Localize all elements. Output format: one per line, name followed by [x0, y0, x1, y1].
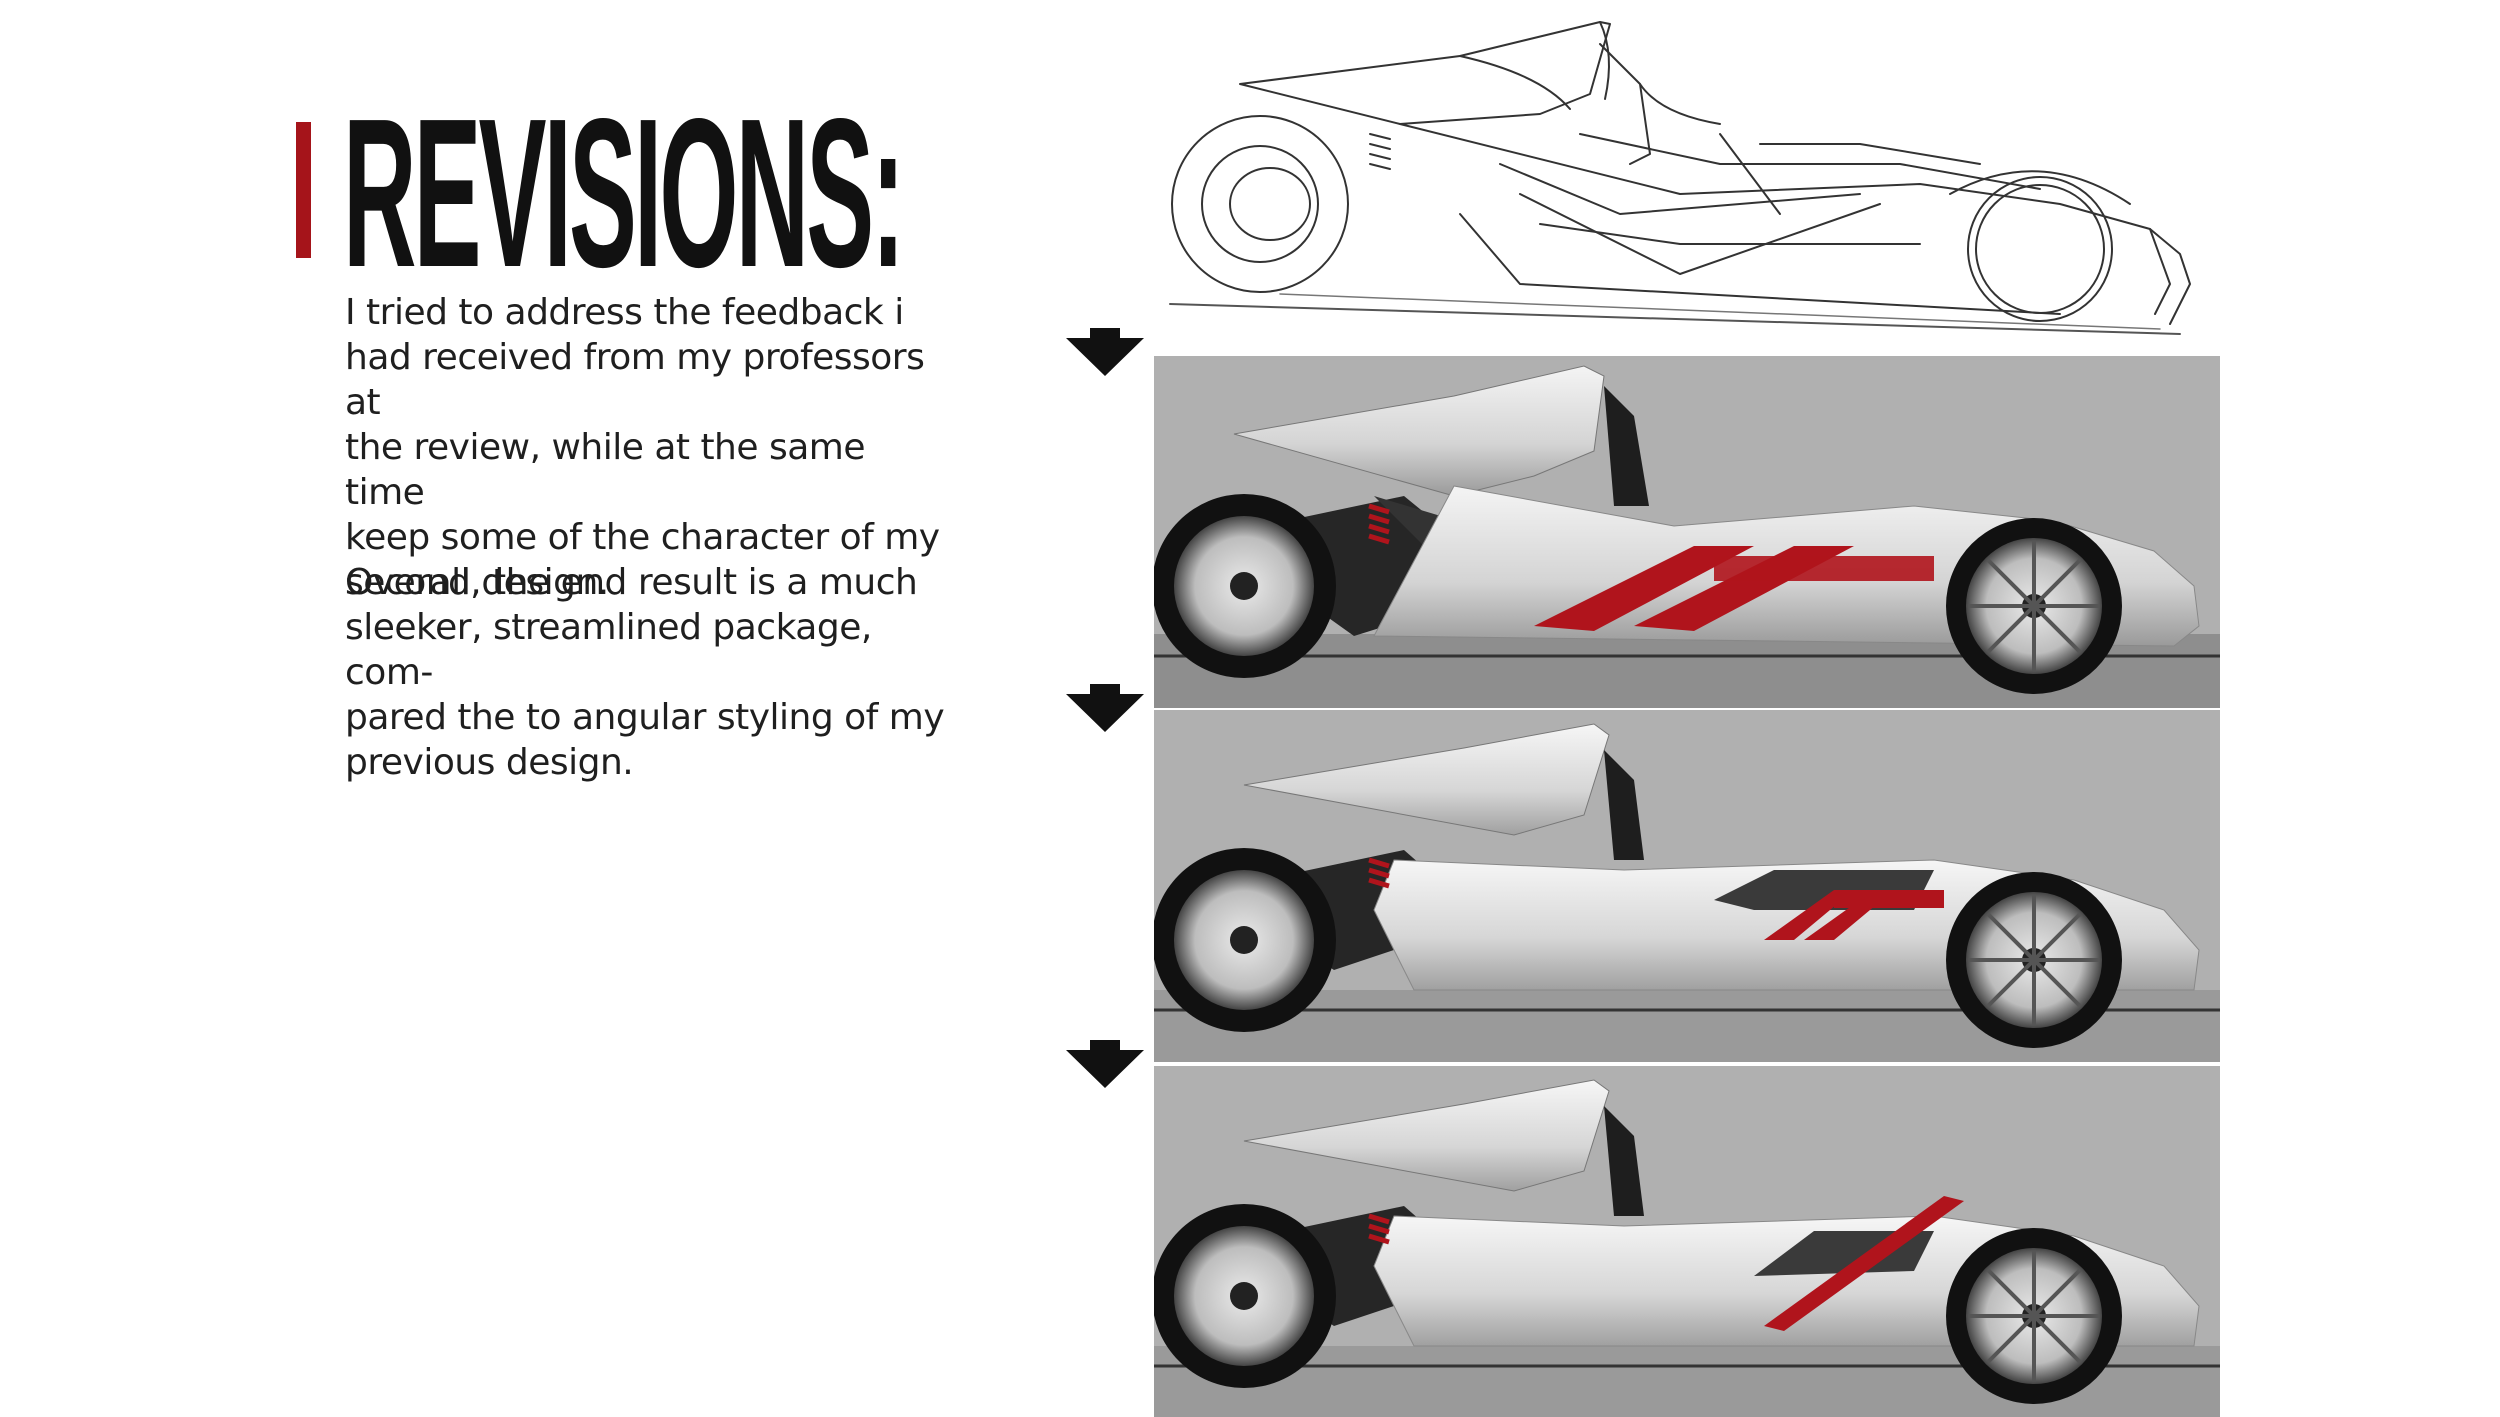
car-sketch-image [1160, 14, 2200, 354]
description-paragraph-1: I tried to address the feedback i had re… [345, 290, 945, 605]
car-render-revision-2 [1154, 710, 2220, 1062]
down-arrow-icon [1066, 328, 1144, 376]
car-render-revision-3 [1154, 1066, 2220, 1417]
description-paragraph-2: Overall, the end result is a much sleeke… [345, 560, 945, 785]
car-render-revision-1 [1154, 356, 2220, 708]
paragraph-text: Overall, the end result is a much sleeke… [345, 562, 945, 783]
down-arrow-icon [1066, 684, 1144, 732]
title-accent-bar [296, 122, 311, 258]
page-title: REVISIONS: [343, 74, 905, 311]
down-arrow-icon [1066, 1040, 1144, 1088]
paragraph-text: I tried to address the feedback i had re… [345, 292, 940, 603]
